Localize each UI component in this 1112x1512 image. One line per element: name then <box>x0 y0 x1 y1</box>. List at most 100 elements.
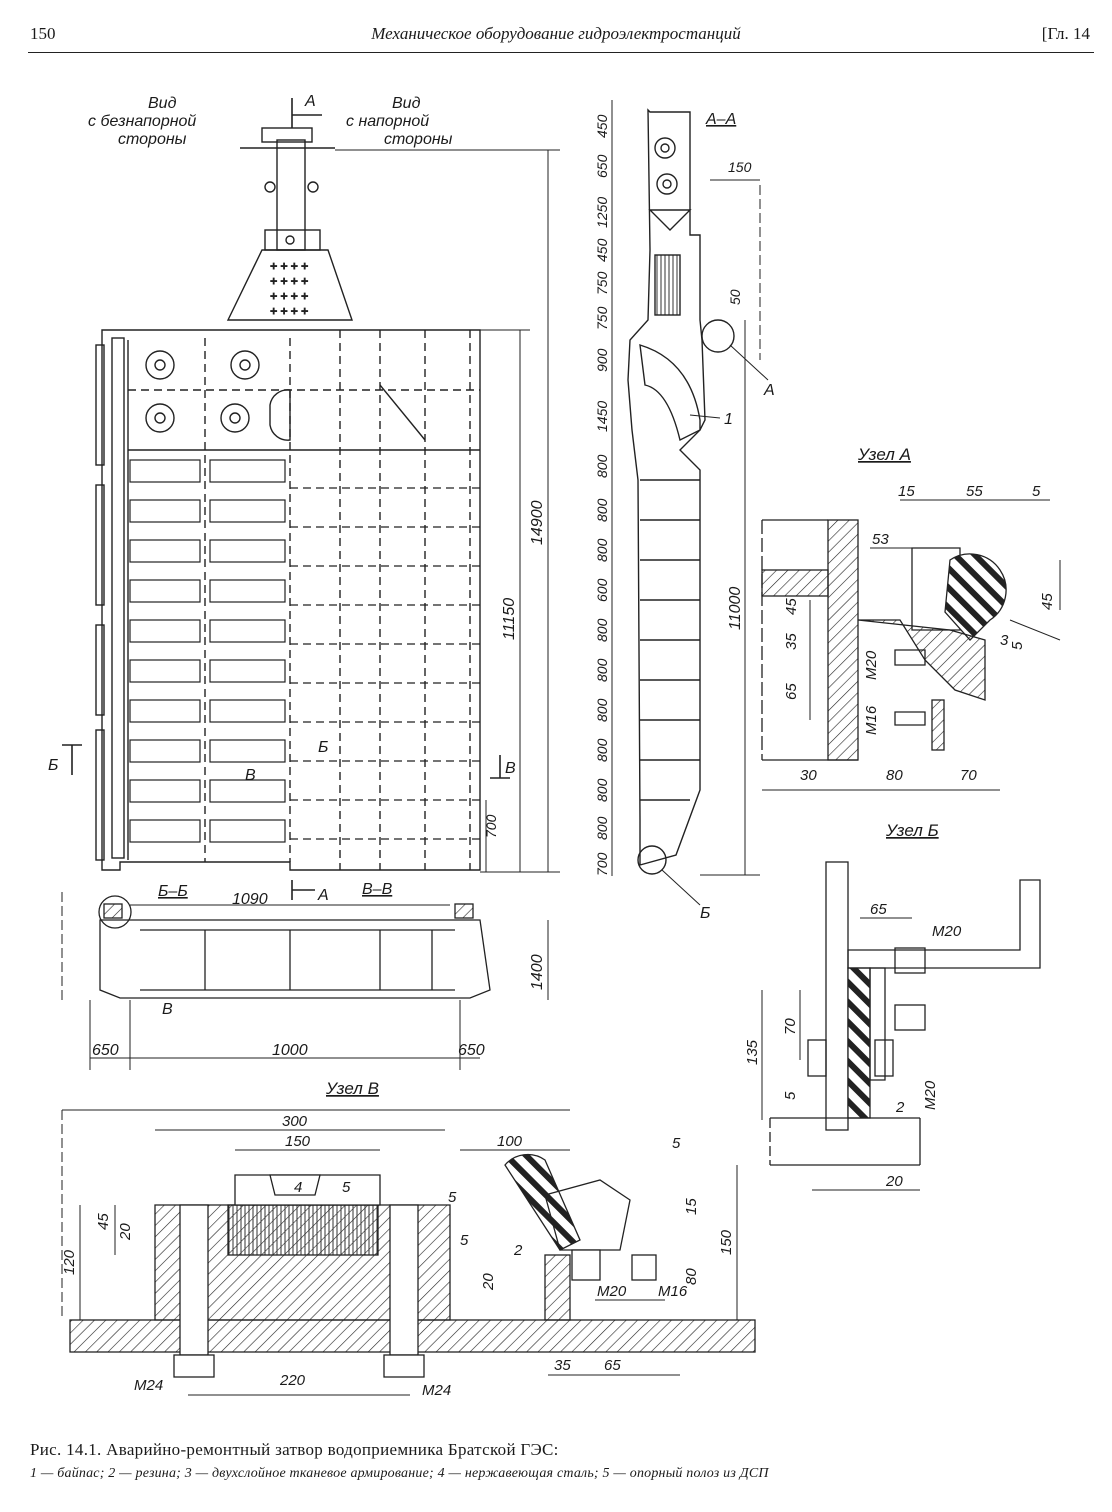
figure-caption: Рис. 14.1. Аварийно-ремонтный затвор вод… <box>30 1440 559 1459</box>
front-view-dims <box>335 149 560 873</box>
section-aa-title: А–А <box>705 111 736 128</box>
bb-1000: 1000 <box>272 1042 308 1059</box>
aa-step-17: 800 <box>594 816 610 840</box>
aa-step-10: 800 <box>594 538 610 562</box>
view-upstream-line1: Вид <box>392 95 421 112</box>
aa-step-5: 750 <box>594 306 610 330</box>
aa-step-2: 1250 <box>594 197 610 228</box>
section-aa <box>611 100 761 876</box>
node-v-labels: Узел В 300 150 100 5 5 5 4 45 20 120 5 2… <box>61 1079 735 1399</box>
nb-70: 70 <box>782 1018 799 1035</box>
nv-5b: 5 <box>342 1179 351 1196</box>
aa-step-18: 700 <box>594 852 610 876</box>
na-30: 30 <box>800 767 817 784</box>
callout-2-node-b: 2 <box>895 1099 905 1116</box>
aa-step-11: 600 <box>594 578 610 602</box>
cut-markers <box>62 98 510 900</box>
aa-step-7: 1450 <box>594 401 610 432</box>
na-45l: 45 <box>783 598 800 615</box>
section-bb <box>61 892 549 1070</box>
node-v-title: Узел В <box>325 1079 379 1098</box>
nv-120: 120 <box>61 1249 78 1275</box>
nv-80: 80 <box>683 1268 700 1285</box>
svg-text:+ + + +: + + + + <box>270 274 308 288</box>
bb-1090: 1090 <box>232 891 268 908</box>
aa-150: 150 <box>728 159 752 175</box>
nv-45: 45 <box>95 1213 112 1230</box>
cut-v-right: В <box>505 760 516 777</box>
top-holes: + + + + + + + + + + + + + + + + <box>270 259 309 319</box>
bb-1400: 1400 <box>529 954 546 990</box>
bb-650-right: 650 <box>458 1042 485 1059</box>
cut-b-inner: Б <box>318 739 328 756</box>
na-m16: M16 <box>863 705 880 735</box>
nv-300: 300 <box>282 1113 308 1130</box>
na-5: 5 <box>1032 483 1041 500</box>
aa-50: 50 <box>727 289 743 305</box>
nv-150: 150 <box>285 1133 311 1150</box>
na-70: 70 <box>960 767 977 784</box>
svg-text:+ + + +: + + + + <box>270 259 308 273</box>
node-a-title: Узел А <box>857 445 911 464</box>
aa-step-13: 800 <box>594 658 610 682</box>
cut-v-inner: В <box>245 767 256 784</box>
nb-65: 65 <box>870 901 887 918</box>
nv-100: 100 <box>497 1133 523 1150</box>
node-b-labels: Узел Б 65 M20 70 135 5 M20 2 20 <box>744 821 962 1190</box>
aa-step-8: 800 <box>594 454 610 478</box>
aa-step-12: 800 <box>594 618 610 642</box>
node-b <box>761 861 1041 1191</box>
chapter-label: [Гл. 14 <box>1041 24 1090 43</box>
technical-drawing: + + + + + + + + + + + + + + + + <box>48 93 1061 1399</box>
callout-3: 3 <box>1000 632 1009 649</box>
svg-text:+ + + +: + + + + <box>270 289 308 303</box>
nv-20: 20 <box>117 1223 134 1241</box>
section-bb-title: Б–Б <box>158 883 188 900</box>
nv-20b: 20 <box>480 1273 497 1291</box>
aa-step-16: 800 <box>594 778 610 802</box>
nv-5a: 5 <box>672 1135 681 1152</box>
nv-35: 35 <box>554 1357 571 1374</box>
node-b-title: Узел Б <box>885 821 939 840</box>
front-view-labels: Вид с безнапорной стороны Вид с напорной… <box>48 93 516 904</box>
cut-a-top: А <box>304 93 316 110</box>
cut-b-left: Б <box>48 757 58 774</box>
na-m20: M20 <box>863 650 880 680</box>
figure-legend: 1 — байпас; 2 — резина; 3 — двухслойное … <box>30 1466 769 1481</box>
bb-callout-v: В <box>162 1001 173 1018</box>
na-15: 15 <box>898 483 915 500</box>
front-view: + + + + + + + + + + + + + + + + <box>95 127 481 871</box>
na-35: 35 <box>783 633 800 650</box>
nb-20: 20 <box>885 1173 903 1190</box>
aa-step-1: 650 <box>594 154 610 178</box>
na-80: 80 <box>886 767 903 784</box>
nv-m24-left: M24 <box>134 1377 163 1394</box>
view-upstream-line3: стороны <box>384 131 453 148</box>
nv-5c: 5 <box>448 1189 457 1206</box>
dim-14900: 14900 <box>529 500 546 545</box>
running-title: Механическое оборудование гидроэлектрост… <box>371 24 741 43</box>
na-55: 55 <box>966 483 983 500</box>
view-downstream-line2: с безнапорной <box>88 113 196 130</box>
nv-220: 220 <box>279 1372 306 1389</box>
callout-2-node-v: 2 <box>513 1242 523 1259</box>
nv-65: 65 <box>604 1357 621 1374</box>
svg-text:+ + + +: + + + + <box>270 304 308 318</box>
aa-step-14: 800 <box>594 698 610 722</box>
aa-step-15: 800 <box>594 738 610 762</box>
aa-callout-b: Б <box>700 905 710 922</box>
aa-step-4: 750 <box>594 271 610 295</box>
aa-step-9: 800 <box>594 498 610 522</box>
dim-11150: 11150 <box>501 598 518 640</box>
section-bb-labels: Б–Б В–В 1090 1000 650 650 1400 В <box>92 881 546 1059</box>
node-a-labels: Узел А 15 55 5 53 45 35 65 M20 M16 45 5 … <box>783 445 1056 784</box>
na-45r: 45 <box>1039 593 1056 610</box>
aa-callout-a: А <box>763 382 775 399</box>
nv-m20: M20 <box>597 1283 627 1300</box>
nb-5: 5 <box>782 1091 799 1100</box>
rib-rows <box>129 459 480 843</box>
view-downstream-line1: Вид <box>148 95 177 112</box>
section-vv-title: В–В <box>362 881 393 898</box>
callout-5: 5 <box>460 1232 469 1249</box>
aa-step-0: 450 <box>594 114 610 138</box>
